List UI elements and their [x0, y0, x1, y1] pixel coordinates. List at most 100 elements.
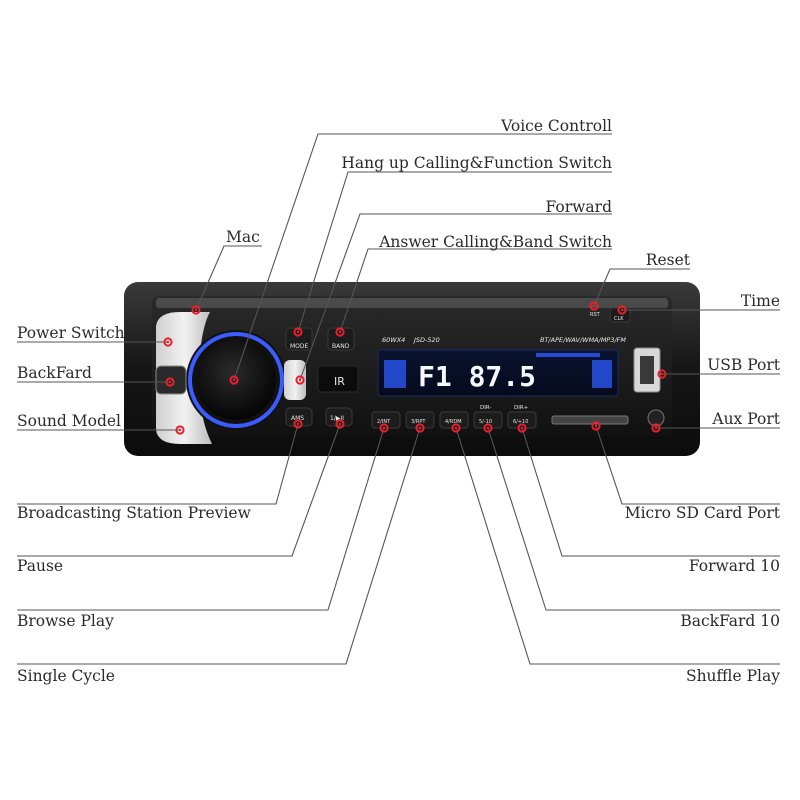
- ir-label: IR: [334, 375, 345, 388]
- label-forward: Forward: [546, 198, 613, 216]
- marker-forward-10: [517, 423, 527, 433]
- marker-dot-hang-up: [296, 330, 300, 334]
- knob-blue-ring: [188, 332, 284, 428]
- marker-time: [617, 305, 627, 315]
- model-label: JSD-520: [412, 336, 440, 344]
- marker-sound-model: [175, 425, 185, 435]
- ams-label: AMS: [291, 415, 304, 422]
- marker-dot-backfard: [168, 380, 172, 384]
- marker-dot-forward-10: [520, 426, 524, 430]
- label-sound-model: Sound Model: [17, 412, 121, 430]
- marker-dot-single-cycle: [418, 426, 422, 430]
- label-mac: Mac: [226, 228, 260, 246]
- label-aux-port: Aux Port: [711, 410, 780, 428]
- callout-labels: Voice Controll Hang up Calling&Function …: [17, 117, 781, 685]
- marker-broadcasting-preview: [293, 419, 303, 429]
- preset-label-5: 6/+10: [513, 419, 528, 425]
- marker-hang-up: [293, 327, 303, 337]
- band-label: BAND: [332, 343, 350, 350]
- leader-line-voice-controll: [233, 133, 612, 381]
- label-reset: Reset: [646, 251, 691, 269]
- lcd-status-bar: [536, 353, 600, 357]
- leader-line-forward-10: [521, 427, 780, 557]
- dir-minus-label: DIR-: [480, 405, 491, 411]
- lcd-spectrum-right: [592, 360, 612, 388]
- label-backfard-10: BackFard 10: [680, 612, 780, 630]
- mode-label: MODE: [290, 343, 309, 350]
- radio-unit: MIC MODE BAND 60WX4 JSD-520 BT/APE/WAV/W…: [124, 282, 700, 456]
- callout-lines: [17, 133, 780, 665]
- leader-line-broadcasting-preview: [17, 423, 299, 505]
- marker-dot-aux-port: [654, 426, 658, 430]
- marker-micro-sd: [591, 421, 601, 431]
- label-pause: Pause: [17, 557, 63, 575]
- rst-label: RST: [590, 312, 601, 318]
- marker-usb-port: [657, 369, 667, 379]
- marker-pause: [335, 419, 345, 429]
- clk-label: CLK: [614, 316, 624, 322]
- marker-single-cycle: [415, 423, 425, 433]
- marker-power-switch: [163, 337, 173, 347]
- lcd-spectrum-left: [384, 360, 406, 388]
- marker-dot-broadcasting-preview: [296, 422, 300, 426]
- marker-dot-voice-controll: [232, 378, 236, 382]
- marker-backfard: [165, 377, 175, 387]
- ams-button[interactable]: [285, 407, 313, 427]
- leader-line-backfard-10: [487, 427, 780, 611]
- label-forward-10: Forward 10: [689, 557, 780, 575]
- leader-line-pause: [17, 423, 341, 557]
- mute-label: 1/▶II: [330, 415, 344, 422]
- aux-port[interactable]: [647, 409, 665, 427]
- marker-dot-usb-port: [660, 372, 664, 376]
- panel-release-handle[interactable]: [284, 360, 306, 400]
- label-backfard: BackFard: [17, 364, 92, 382]
- left-backfard-button[interactable]: [155, 365, 187, 395]
- label-answer-calling: Answer Calling&Band Switch: [378, 233, 612, 251]
- preset-label-1: 2/INT: [377, 419, 391, 425]
- marker-dot-answer-calling: [338, 330, 342, 334]
- usb-port-slot: [640, 356, 654, 384]
- leader-line-browse-play: [17, 427, 385, 611]
- marker-dot-pause: [338, 422, 342, 426]
- marker-dot-forward: [298, 378, 302, 382]
- leader-line-forward: [299, 213, 612, 381]
- label-power-switch: Power Switch: [17, 324, 125, 342]
- label-broadcasting-preview: Broadcasting Station Preview: [17, 504, 252, 522]
- marker-dot-mac: [194, 308, 198, 312]
- marker-browse-play: [379, 423, 389, 433]
- marker-dot-micro-sd: [594, 424, 598, 428]
- leader-line-single-cycle: [17, 427, 421, 665]
- lcd-frequency: F1 87.5: [418, 360, 536, 393]
- preset-button-3[interactable]: [439, 411, 469, 429]
- formats-label: BT/APE/WAV/WMA/MP3/FM: [540, 336, 626, 344]
- volume-knob[interactable]: [196, 340, 276, 420]
- preset-label-4: 5/-10: [479, 419, 492, 425]
- label-time: Time: [741, 292, 780, 310]
- marker-aux-port: [651, 423, 661, 433]
- preset-label-3: 4/RDM: [445, 419, 462, 425]
- label-voice-controll: Voice Controll: [500, 117, 612, 135]
- label-browse-play: Browse Play: [17, 612, 114, 630]
- leader-line-mac: [195, 245, 262, 311]
- marker-shuffle-play: [451, 423, 461, 433]
- leader-line-micro-sd: [595, 425, 780, 505]
- preset-label-2: 3/RPT: [411, 419, 426, 425]
- preset-button-1[interactable]: [371, 411, 401, 429]
- micro-sd-slot[interactable]: [551, 415, 629, 425]
- marker-dot-shuffle-play: [454, 426, 458, 430]
- leader-line-hang-up: [297, 171, 612, 333]
- leader-line-reset: [593, 268, 690, 307]
- preset-buttons: 2/INT 3/RPT 4/RDM 5/-10 6/+10: [371, 411, 537, 429]
- marker-reset: [589, 301, 599, 311]
- marker-dot-time: [620, 308, 624, 312]
- callout-markers: [163, 301, 667, 435]
- marker-dot-reset: [592, 304, 596, 308]
- mic-label: MIC: [170, 312, 181, 319]
- marker-answer-calling: [335, 327, 345, 337]
- marker-dot-backfard-10: [486, 426, 490, 430]
- label-single-cycle: Single Cycle: [17, 667, 115, 685]
- power-spec-label: 60WX4: [382, 336, 405, 344]
- label-hang-up: Hang up Calling&Function Switch: [341, 154, 612, 172]
